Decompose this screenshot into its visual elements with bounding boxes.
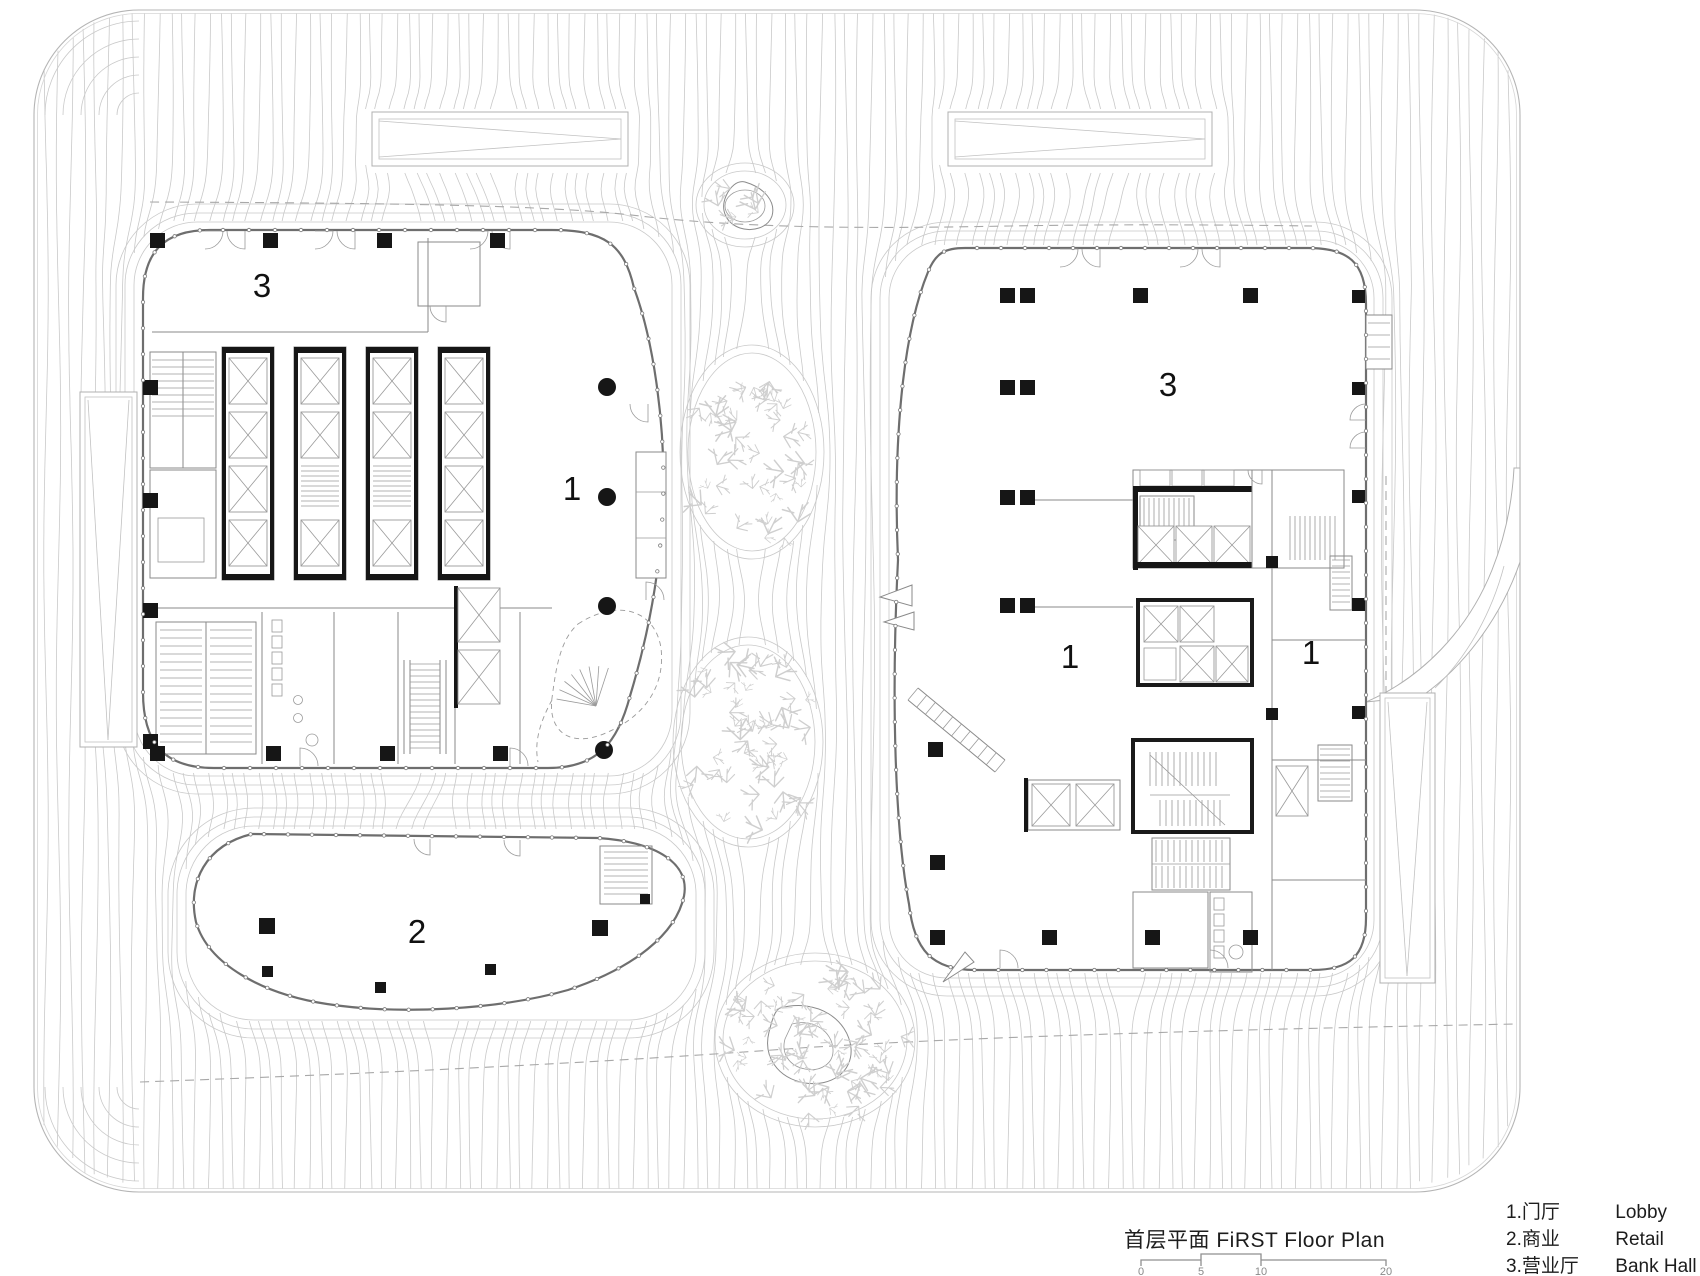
paths-and-ramps [79,391,1521,984]
stair-and-service-west [149,351,257,755]
contour-field [44,13,1512,1190]
legend-item-retail: 2.商业 Retail [1506,1226,1697,1253]
scale-tick-5: 5 [1198,1266,1204,1276]
feature-stair-swirl [536,609,663,763]
escalator-west-entry [907,687,1006,773]
scale-tick-0: 0 [1138,1266,1144,1276]
scale-tick-20: 20 [1380,1266,1392,1276]
door-arcs-left-tower [204,230,529,767]
canopy-skylight-west [371,111,629,167]
podium-interior [413,838,653,905]
core-mid [1136,598,1254,687]
legend-zh-3: 营业厅 [1521,1256,1579,1276]
room-label-right-tower-lobby-west: 1 [1061,638,1079,675]
curved-walkway [1365,467,1521,703]
scale-tick-10: 10 [1255,1266,1267,1276]
escalator-left-tower [403,660,447,754]
entrance-wedges [878,584,975,983]
legend-item-bank-hall: 3.营业厅 Bank Hall [1506,1253,1697,1276]
elevators-south-east [454,586,501,708]
curtain-wall-dots-right [892,245,1369,973]
left-tower [141,228,667,770]
scale-bar: 0 5 10 20 [1138,1253,1392,1276]
legend-key-1: 1. [1506,1202,1522,1223]
columns-right-tower [928,288,1365,945]
restrooms-left-tower [271,619,319,747]
elevator-core-banks [221,346,491,581]
landscape-islands [676,179,914,1130]
room-label-podium-retail: 2 [408,913,426,950]
entrance-vestibule-east [629,403,667,601]
curtain-wall-dots-podium [191,832,685,1012]
legend-en-1: Lobby [1615,1202,1668,1223]
legend: 1.门厅 Lobby 2.商业 Retail 3.营业厅 Bank Hall [1506,1199,1697,1276]
columns-left-tower [143,233,616,761]
legend-key-3: 3. [1506,1256,1522,1276]
ramp-west [79,391,138,748]
stairs-east-strip [1266,555,1353,802]
columns-podium [259,918,608,993]
grand-stair [1151,837,1231,891]
plan-title-zh: 首层平面 [1124,1229,1210,1252]
elevators-west [1024,765,1309,832]
site-boundary [33,9,1521,1193]
canopy-skylight-east [947,111,1213,167]
room-label-right-tower-lobby-east: 1 [1302,634,1320,671]
core-north [1132,469,1345,570]
scale-bar-line [1140,1253,1387,1266]
curtain-wall-dots-left [140,227,666,771]
legend-zh-2: 商业 [1521,1229,1560,1250]
legend-en-3: Bank Hall [1615,1256,1697,1276]
ramp-east [1379,692,1436,984]
legend-en-2: Retail [1615,1229,1664,1250]
setback-dashed-lines [139,201,1517,1083]
door-arcs-right-tower [999,248,1367,969]
room-label-right-tower-bank-hall: 3 [1159,366,1177,403]
retail-podium [192,832,686,1011]
room-labels: 3 1 2 3 1 1 [253,267,1320,950]
core-south [1131,738,1254,834]
plan-title-en: FiRST Floor Plan [1216,1229,1386,1252]
legend-key-2: 2. [1506,1229,1522,1250]
right-tower [878,246,1393,983]
legend-zh-1: 门厅 [1521,1202,1560,1223]
legend-item-lobby: 1.门厅 Lobby [1506,1199,1697,1226]
room-label-left-tower-lobby: 1 [563,470,581,507]
room-label-left-tower-bank-hall: 3 [253,267,271,304]
plan-title: 首层平面 FiRST Floor Plan [1124,1224,1385,1254]
